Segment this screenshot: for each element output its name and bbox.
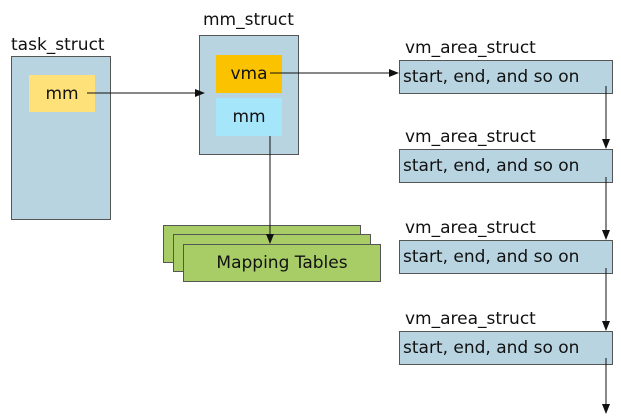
mm-struct-mm-field: mm (216, 98, 282, 136)
vm-area-box-4: start, end, and so on (399, 331, 613, 365)
mm-struct-title: mm_struct (203, 10, 294, 30)
vm-area-title-2: vm_area_struct (405, 127, 536, 147)
vm-area-title-4: vm_area_struct (405, 309, 536, 329)
task-struct-mm-field: mm (29, 75, 95, 112)
vm-area-title-3: vm_area_struct (405, 218, 536, 238)
vm-area-box-2: start, end, and so on (399, 149, 613, 183)
vm-area-box-3: start, end, and so on (399, 240, 613, 274)
vm-area-box-1: start, end, and so on (399, 60, 613, 94)
vm-area-title-1: vm_area_struct (405, 38, 536, 58)
mapping-tables-label: Mapping Tables (183, 244, 381, 282)
task-struct-title: task_struct (11, 35, 105, 55)
mm-struct-vma-field: vma (216, 55, 282, 93)
